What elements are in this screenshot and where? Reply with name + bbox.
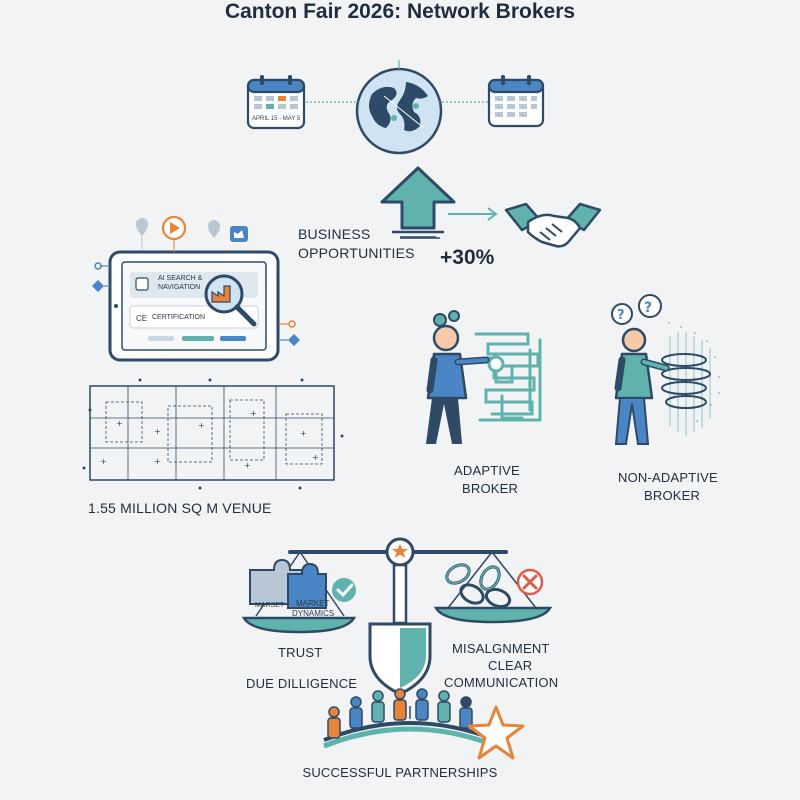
balance-scale-icon xyxy=(241,537,553,696)
adaptive-broker-line1: ADAPTIVE xyxy=(454,463,520,478)
successful-partnerships-label: SUCCESSFUL PARTNERSHIPS xyxy=(302,765,498,780)
svg-text:?: ? xyxy=(644,300,652,316)
puzzle-small-label: MARSET xyxy=(255,602,285,609)
page-title: Canton Fair 2026: Network Brokers xyxy=(224,0,576,23)
puzzle-label-line2: DYNAMICS xyxy=(292,609,335,618)
trust-label: TRUST xyxy=(278,645,323,660)
svg-text:+: + xyxy=(312,453,319,462)
non-adaptive-broker-line2: BROKER xyxy=(644,488,701,503)
svg-text:+: + xyxy=(300,429,307,438)
globe-icon xyxy=(306,60,488,155)
tablet-row1-line2: NAVIGATION xyxy=(158,284,201,291)
tablet-connector-lines xyxy=(92,262,300,346)
svg-text:+: + xyxy=(250,409,257,418)
due-diligence-label: DUE DILLIGENCE xyxy=(246,676,358,691)
adaptive-broker-line2: BROKER xyxy=(462,481,519,496)
venue-label: 1.55 MILLION SQ M VENUE xyxy=(88,500,272,516)
location-pin-icons xyxy=(136,215,248,252)
svg-text:+: + xyxy=(154,457,161,466)
calendar-left-icon xyxy=(246,75,306,130)
svg-text:+: + xyxy=(116,419,123,428)
svg-text:+: + xyxy=(198,421,205,430)
non-adaptive-broker-icon: ? ? xyxy=(611,294,720,445)
tablet-row2-text: CERTIFICATION xyxy=(152,314,206,321)
partnership-bridge-icon xyxy=(323,688,497,749)
misalignment-label: MISALGNMENT xyxy=(452,641,550,656)
non-adaptive-broker-line1: NON-ADAPTIVE xyxy=(618,470,718,485)
communication-label: COMMUNICATION xyxy=(444,675,559,690)
opportunities-line2: OPPORTUNITIES xyxy=(298,245,415,261)
venue-floor-plan: + + + + + + + + + xyxy=(82,378,344,490)
up-arrow-icon xyxy=(380,166,456,238)
arrow-right-icon xyxy=(448,207,498,221)
opportunities-divider xyxy=(400,237,440,239)
magnifier-factory-icon xyxy=(204,274,257,327)
calendar-right-icon xyxy=(487,75,545,128)
svg-text:+: + xyxy=(244,461,251,470)
handshake-icon xyxy=(504,202,602,248)
star-icon xyxy=(467,705,525,760)
svg-text:+: + xyxy=(154,427,161,436)
svg-text:?: ? xyxy=(617,308,625,323)
puzzle-label-line1: MARKET xyxy=(296,599,330,608)
adaptive-broker-icon xyxy=(426,310,542,444)
tablet-row1-line1: AI SEARCH & xyxy=(158,275,203,282)
opportunities-line1: BUSINESS xyxy=(298,226,371,242)
tablet-row2-badge: CE xyxy=(136,314,148,323)
growth-value: +30% xyxy=(440,246,495,269)
clear-label: CLEAR xyxy=(488,658,533,673)
calendar-left-dates: APRIL 15 - MAY 5 xyxy=(252,116,301,122)
svg-text:+: + xyxy=(100,457,107,466)
